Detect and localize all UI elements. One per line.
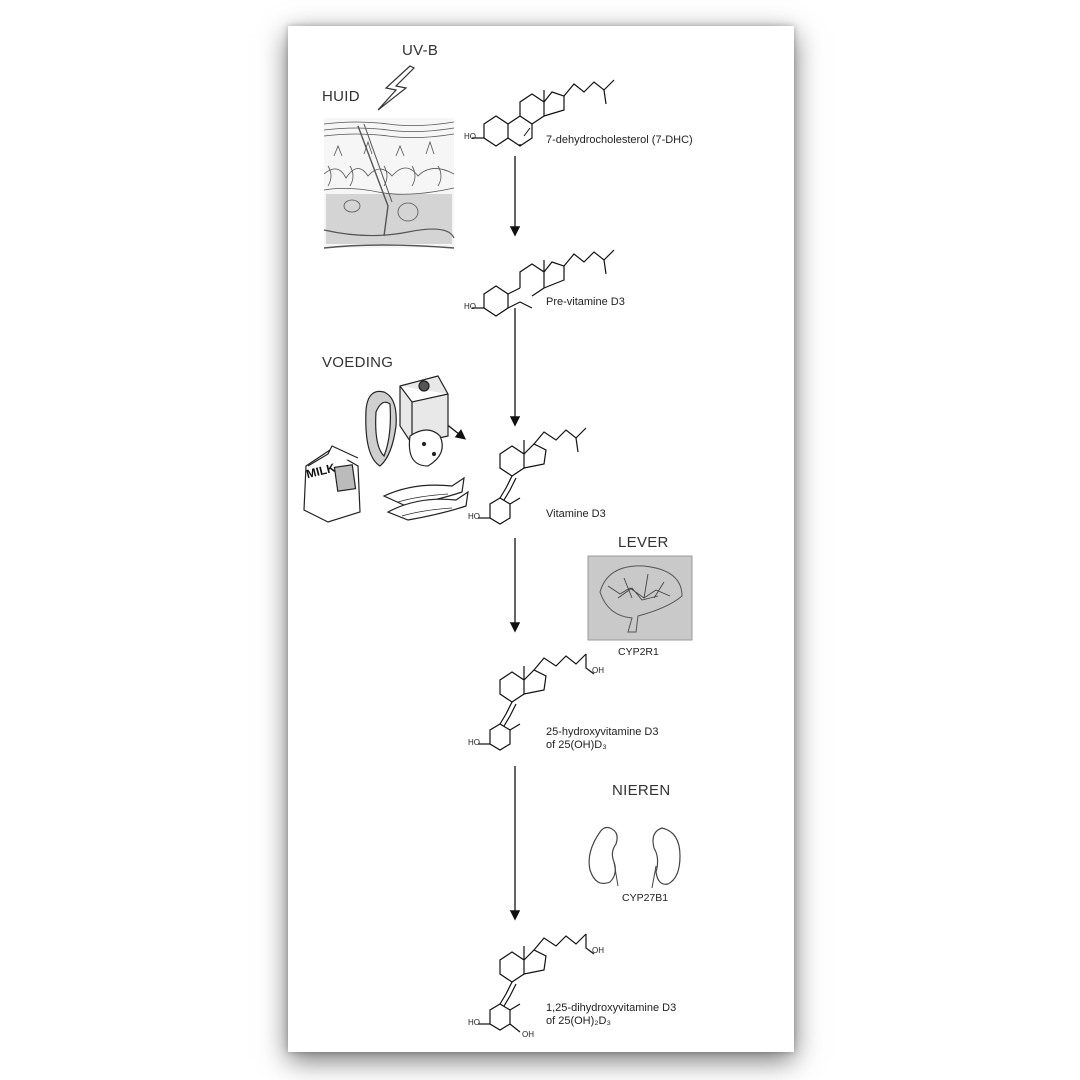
compound-label-125ohd3: 1,25-dihydroxyvitamine D3: [546, 1002, 677, 1014]
molecule-vitamin-d3: [478, 427, 587, 525]
skin-label: HUID: [322, 88, 360, 105]
liver-illustration: [587, 555, 693, 641]
ho-label-previtamin: HO: [464, 302, 476, 311]
oh-label-125ohd3-side: OH: [592, 946, 604, 955]
food-label: VOEDING: [322, 354, 394, 371]
ho-label-25ohd3: HO: [468, 738, 480, 747]
enzyme-label-kidney: CYP27B1: [622, 892, 669, 904]
uvb-label: UV-B: [402, 42, 439, 59]
ho-label-7dhc: HO: [464, 132, 476, 141]
molecule-25ohd3: [478, 653, 595, 751]
compound-label-vitamin-d3: Vitamine D3: [546, 508, 606, 520]
molecule-7dhc: [472, 79, 615, 147]
lightning-icon: [377, 65, 416, 111]
figure-page: UV-B HUID VOEDING LEVER NIEREN MILK 7-de…: [288, 26, 794, 1052]
oh-label-25ohd3: OH: [592, 666, 604, 675]
ho-label-vitamin-d3: HO: [468, 512, 480, 521]
kidney-illustration: [588, 826, 681, 889]
molecule-125ohd3: [478, 933, 595, 1033]
compound-label-previtamin-d3: Pre-vitamine D3: [546, 296, 625, 308]
compound-label-25ohd3: 25-hydroxyvitamine D3: [546, 726, 659, 738]
kidney-label: NIEREN: [612, 782, 671, 799]
compound-alt-125ohd3: of 25(OH)₂D₃: [546, 1015, 611, 1027]
compound-label-7dhc: 7-dehydrocholesterol (7-DHC): [546, 134, 693, 146]
ho-label-125ohd3: HO: [468, 1018, 480, 1027]
food-illustration: [303, 375, 469, 523]
liver-label: LEVER: [618, 534, 669, 551]
molecule-previtamin-d3: [472, 249, 615, 317]
compound-alt-25ohd3: of 25(OH)D₃: [546, 739, 607, 751]
enzyme-label-liver: CYP2R1: [618, 646, 659, 658]
oh-label-125ohd3-ring: OH: [522, 1030, 534, 1039]
diagram-artwork: [303, 65, 693, 1033]
skin-illustration: [323, 118, 455, 249]
